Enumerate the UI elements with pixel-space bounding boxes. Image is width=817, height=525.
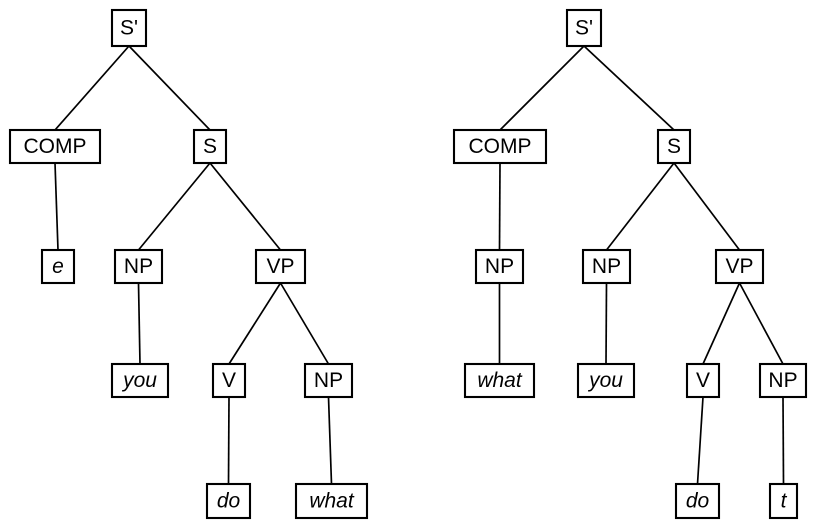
- node-label: NP: [485, 255, 514, 278]
- tree-edge-L-NP2-to-L-what: [327, 396, 333, 485]
- tree-node-r-comp: COMP: [452, 128, 548, 165]
- tree-node-l-np2: NP: [303, 362, 354, 399]
- node-box: [758, 362, 808, 399]
- node-label: what: [309, 490, 355, 513]
- tree-edge-R-NP1-to-R-you: [605, 282, 608, 365]
- node-label: you: [121, 369, 157, 392]
- node-box: [254, 248, 307, 285]
- tree-edge-R-S-to-R-NP1: [605, 162, 675, 251]
- node-box: [40, 248, 76, 285]
- node-box: [192, 128, 228, 165]
- tree-node-r-np0: NP: [474, 248, 525, 285]
- node-box: [294, 482, 369, 520]
- tree-edge-R-Sbar-to-R-COMP: [499, 45, 585, 131]
- node-label: NP: [124, 255, 153, 278]
- node-box: [474, 248, 525, 285]
- node-label: COMP: [469, 135, 532, 158]
- tree-node-r-you: you: [576, 362, 636, 399]
- tree-node-r-vp: VP: [714, 248, 765, 285]
- tree-node-r-np1: NP: [581, 248, 632, 285]
- tree-node-l-s: S: [192, 128, 228, 165]
- tree-edge-R-S-to-R-VP: [673, 162, 741, 251]
- tree-node-r-s: S: [656, 128, 692, 165]
- node-label: S': [575, 17, 593, 40]
- node-label: S: [203, 135, 217, 158]
- node-box: [674, 482, 721, 520]
- node-label: do: [217, 490, 241, 513]
- node-label: e: [52, 255, 64, 278]
- node-box: [768, 482, 799, 520]
- tree-edge-R-NP2-to-R-t: [782, 396, 785, 485]
- node-label: NP: [592, 255, 621, 278]
- tree-node-l-do: do: [205, 482, 252, 520]
- tree-edge-L-VP-to-L-NP2: [279, 282, 330, 365]
- node-label: do: [686, 490, 710, 513]
- node-label: NP: [314, 369, 343, 392]
- node-label: what: [477, 369, 523, 392]
- tree-edge-R-Sbar-to-R-S: [583, 45, 675, 131]
- node-label: t: [781, 490, 788, 513]
- tree-edge-L-Sbar-to-L-COMP: [54, 45, 130, 131]
- tree-node-r-sbar: S': [565, 8, 603, 48]
- node-box: [714, 248, 765, 285]
- node-label: V: [696, 369, 710, 392]
- tree-edge-R-COMP-to-R-NP0: [498, 162, 501, 251]
- node-label: VP: [725, 255, 753, 278]
- node-label: NP: [768, 369, 797, 392]
- tree-edge-L-COMP-to-L-e: [54, 162, 59, 251]
- node-box: [463, 362, 536, 399]
- tree-node-r-what: what: [463, 362, 536, 399]
- node-label: V: [222, 369, 236, 392]
- tree-edges-layer: [54, 45, 785, 485]
- tree-edge-R-VP-to-R-NP2: [738, 282, 784, 365]
- tree-node-r-t: t: [768, 482, 799, 520]
- tree-edge-L-VP-to-L-V: [228, 282, 282, 365]
- node-box: [581, 248, 632, 285]
- tree-edge-R-VP-to-R-V: [702, 282, 741, 365]
- node-label: you: [587, 369, 623, 392]
- node-label: COMP: [24, 135, 87, 158]
- node-box: [110, 8, 148, 48]
- node-box: [576, 362, 636, 399]
- node-box: [205, 482, 252, 520]
- tree-node-l-what: what: [294, 482, 369, 520]
- tree-edge-R-V-to-R-do: [696, 396, 704, 485]
- node-box: [110, 362, 170, 399]
- tree-edge-L-S-to-L-VP: [209, 162, 282, 251]
- node-label: S: [667, 135, 681, 158]
- node-box: [303, 362, 354, 399]
- node-box: [211, 362, 247, 399]
- node-box: [685, 362, 721, 399]
- tree-node-l-v: V: [211, 362, 247, 399]
- node-box: [452, 128, 548, 165]
- tree-node-r-do: do: [674, 482, 721, 520]
- node-box: [8, 128, 102, 165]
- tree-edge-L-NP1-to-L-you: [137, 282, 141, 365]
- tree-edge-L-Sbar-to-L-S: [128, 45, 211, 131]
- tree-node-r-np2: NP: [758, 362, 808, 399]
- tree-node-l-sbar: S': [110, 8, 148, 48]
- node-box: [113, 248, 164, 285]
- node-label: VP: [266, 255, 294, 278]
- tree-node-l-comp: COMP: [8, 128, 102, 165]
- tree-edge-L-V-to-L-do: [227, 396, 230, 485]
- tree-edge-L-S-to-L-NP1: [137, 162, 211, 251]
- tree-node-l-you: you: [110, 362, 170, 399]
- node-box: [565, 8, 603, 48]
- node-label: S': [120, 17, 138, 40]
- tree-node-l-e: e: [40, 248, 76, 285]
- tree-node-l-np1: NP: [113, 248, 164, 285]
- node-box: [656, 128, 692, 165]
- tree-node-r-v: V: [685, 362, 721, 399]
- tree-node-l-vp: VP: [254, 248, 307, 285]
